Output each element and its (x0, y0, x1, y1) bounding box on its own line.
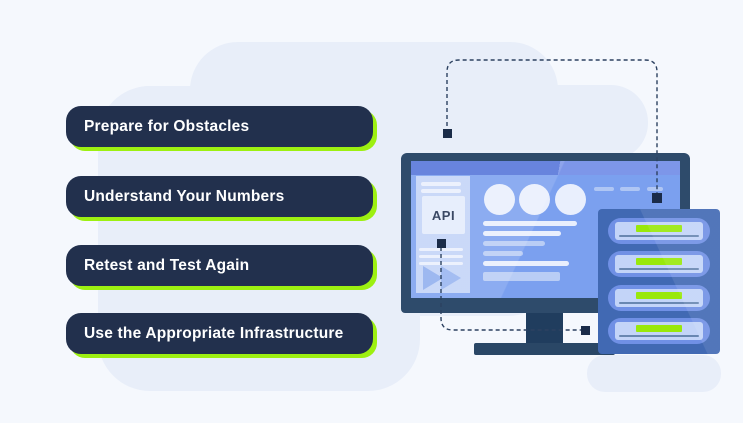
step-pill-understand-your-numbers: Understand Your Numbers (66, 176, 373, 217)
text-line (483, 231, 561, 236)
slot-underline (619, 235, 699, 237)
background-blob (587, 355, 721, 392)
led-bar-icon (636, 325, 682, 332)
server-slot-face (615, 322, 703, 340)
server-slot (608, 218, 710, 244)
connector-node-icon (581, 326, 590, 335)
step-label: Retest and Test Again (84, 256, 250, 274)
led-bar-icon (636, 258, 682, 265)
background-blob (380, 85, 648, 160)
step-pill-retest-and-test-again: Retest and Test Again (66, 245, 373, 286)
slot-underline (619, 302, 699, 304)
monitor-stand-neck (526, 313, 563, 345)
led-bar-icon (636, 292, 682, 299)
api-label: API (432, 208, 455, 223)
api-badge: API (422, 196, 465, 234)
slot-underline (619, 268, 699, 270)
placeholder-line (421, 189, 461, 193)
server-slot-face (615, 255, 703, 273)
server-tower (598, 209, 720, 354)
placeholder-line (421, 182, 461, 186)
step-label: Use the Appropriate Infrastructure (84, 324, 344, 342)
server-slot (608, 285, 710, 311)
step-pill-prepare-for-obstacles: Prepare for Obstacles (66, 106, 373, 147)
monitor-stand-base (474, 343, 615, 355)
text-line (483, 221, 577, 226)
tower-sheen (598, 209, 720, 354)
server-slot (608, 251, 710, 277)
led-bar-icon (636, 225, 682, 232)
slot-underline (619, 335, 699, 337)
step-label: Prepare for Obstacles (84, 117, 250, 135)
step-label: Understand Your Numbers (84, 187, 285, 205)
step-pill-use-appropriate-infrastructure: Use the Appropriate Infrastructure (66, 313, 373, 354)
play-icon (423, 266, 443, 290)
server-slot (608, 318, 710, 344)
server-slot-face (615, 289, 703, 307)
text-line (483, 241, 545, 246)
server-slot-face (615, 222, 703, 240)
